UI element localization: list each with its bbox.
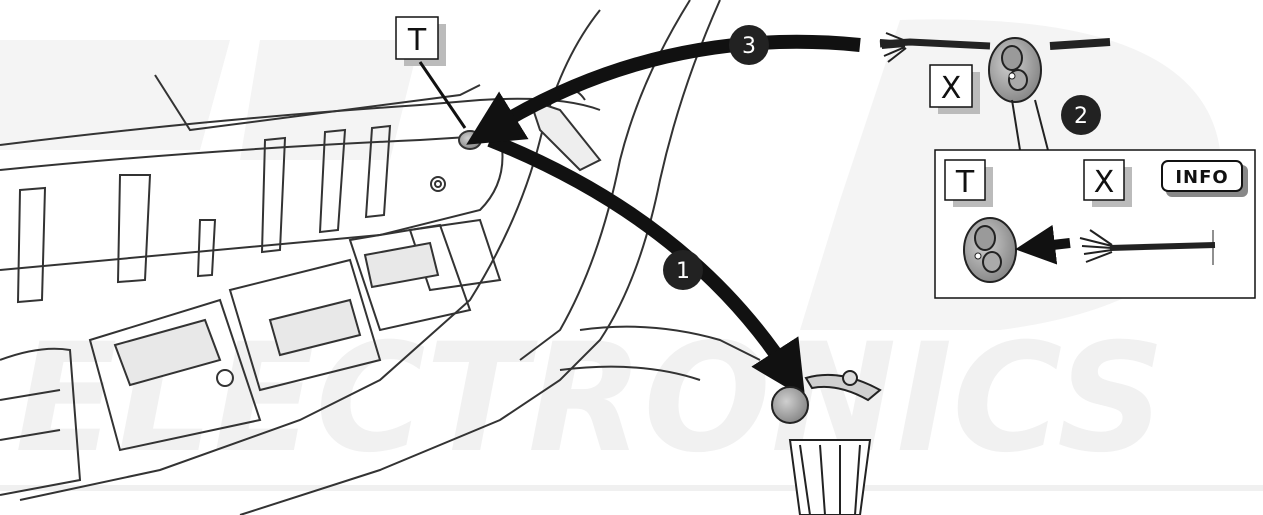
svg-text:INFO: INFO: [1175, 167, 1228, 188]
svg-text:X: X: [1094, 165, 1115, 200]
svg-text:X: X: [941, 71, 962, 106]
svg-text:1: 1: [676, 259, 690, 284]
arrow-1: [487, 133, 806, 399]
svg-text:T: T: [407, 23, 427, 58]
new-grommet-assembly: [879, 32, 1111, 159]
label-t-top: T: [395, 16, 467, 129]
trash-bin-icon: [771, 370, 882, 515]
detail-panel: T X INFO: [934, 149, 1256, 299]
label-t-detail: T: [944, 159, 993, 207]
info-badge: INFO: [1161, 160, 1248, 197]
detail-grommet: [963, 217, 1017, 283]
step-badge-1: 1: [663, 250, 703, 290]
detail-arrow: [1015, 224, 1071, 265]
step-badge-3: 3: [729, 25, 769, 65]
svg-text:2: 2: [1074, 104, 1088, 129]
detail-wire: [1079, 229, 1216, 265]
trunk-grommet: [458, 130, 482, 150]
step-badge-2: 2: [1061, 95, 1101, 135]
arrow-3: [466, 34, 861, 145]
svg-text:3: 3: [742, 34, 756, 59]
label-x-detail: X: [1083, 159, 1132, 207]
svg-text:T: T: [955, 165, 975, 200]
label-x-top: X: [929, 64, 980, 114]
